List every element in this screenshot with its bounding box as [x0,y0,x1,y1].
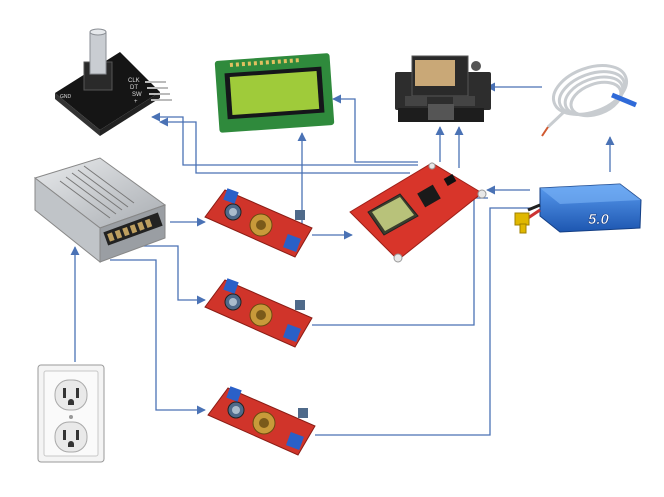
arrow-mcu-to-encoder-2 [159,117,410,174]
microcontroller-board [349,162,487,263]
arrow-buck-3-to-mcu [315,207,533,436]
rotary-encoder: CLK DT SW + GND [55,28,172,136]
encoder-pin-label-dt: DT [130,85,138,91]
encoder-pin-label-clk: CLK [128,78,140,84]
lipo-battery: 5.0 [514,183,642,234]
buck-converter-1 [204,188,313,258]
lcd-display [214,53,335,133]
encoder-pin-label-plus: + [134,99,138,105]
thermocouple-probe-icon [552,64,628,118]
encoder-pin-label-gnd: GND [60,94,72,100]
solid-state-relay [395,55,491,122]
battery-capacity-label: 5.0 [588,211,610,228]
arrow-mcu-to-lcd [332,94,418,163]
temperature-probe [541,64,637,137]
wall-outlet [37,364,105,463]
buck-converter-3 [207,386,316,456]
arrow-psu-to-buck-3 [110,259,206,415]
connections [70,82,615,436]
power-supply [33,157,167,264]
rotary-encoder-icon [55,52,160,130]
buck-converter-2 [204,278,313,348]
arrow-psu-to-buck-2 [130,245,206,305]
arrow-mcu-to-encoder [151,112,418,166]
encoder-pin-label-sw: SW [132,92,142,98]
